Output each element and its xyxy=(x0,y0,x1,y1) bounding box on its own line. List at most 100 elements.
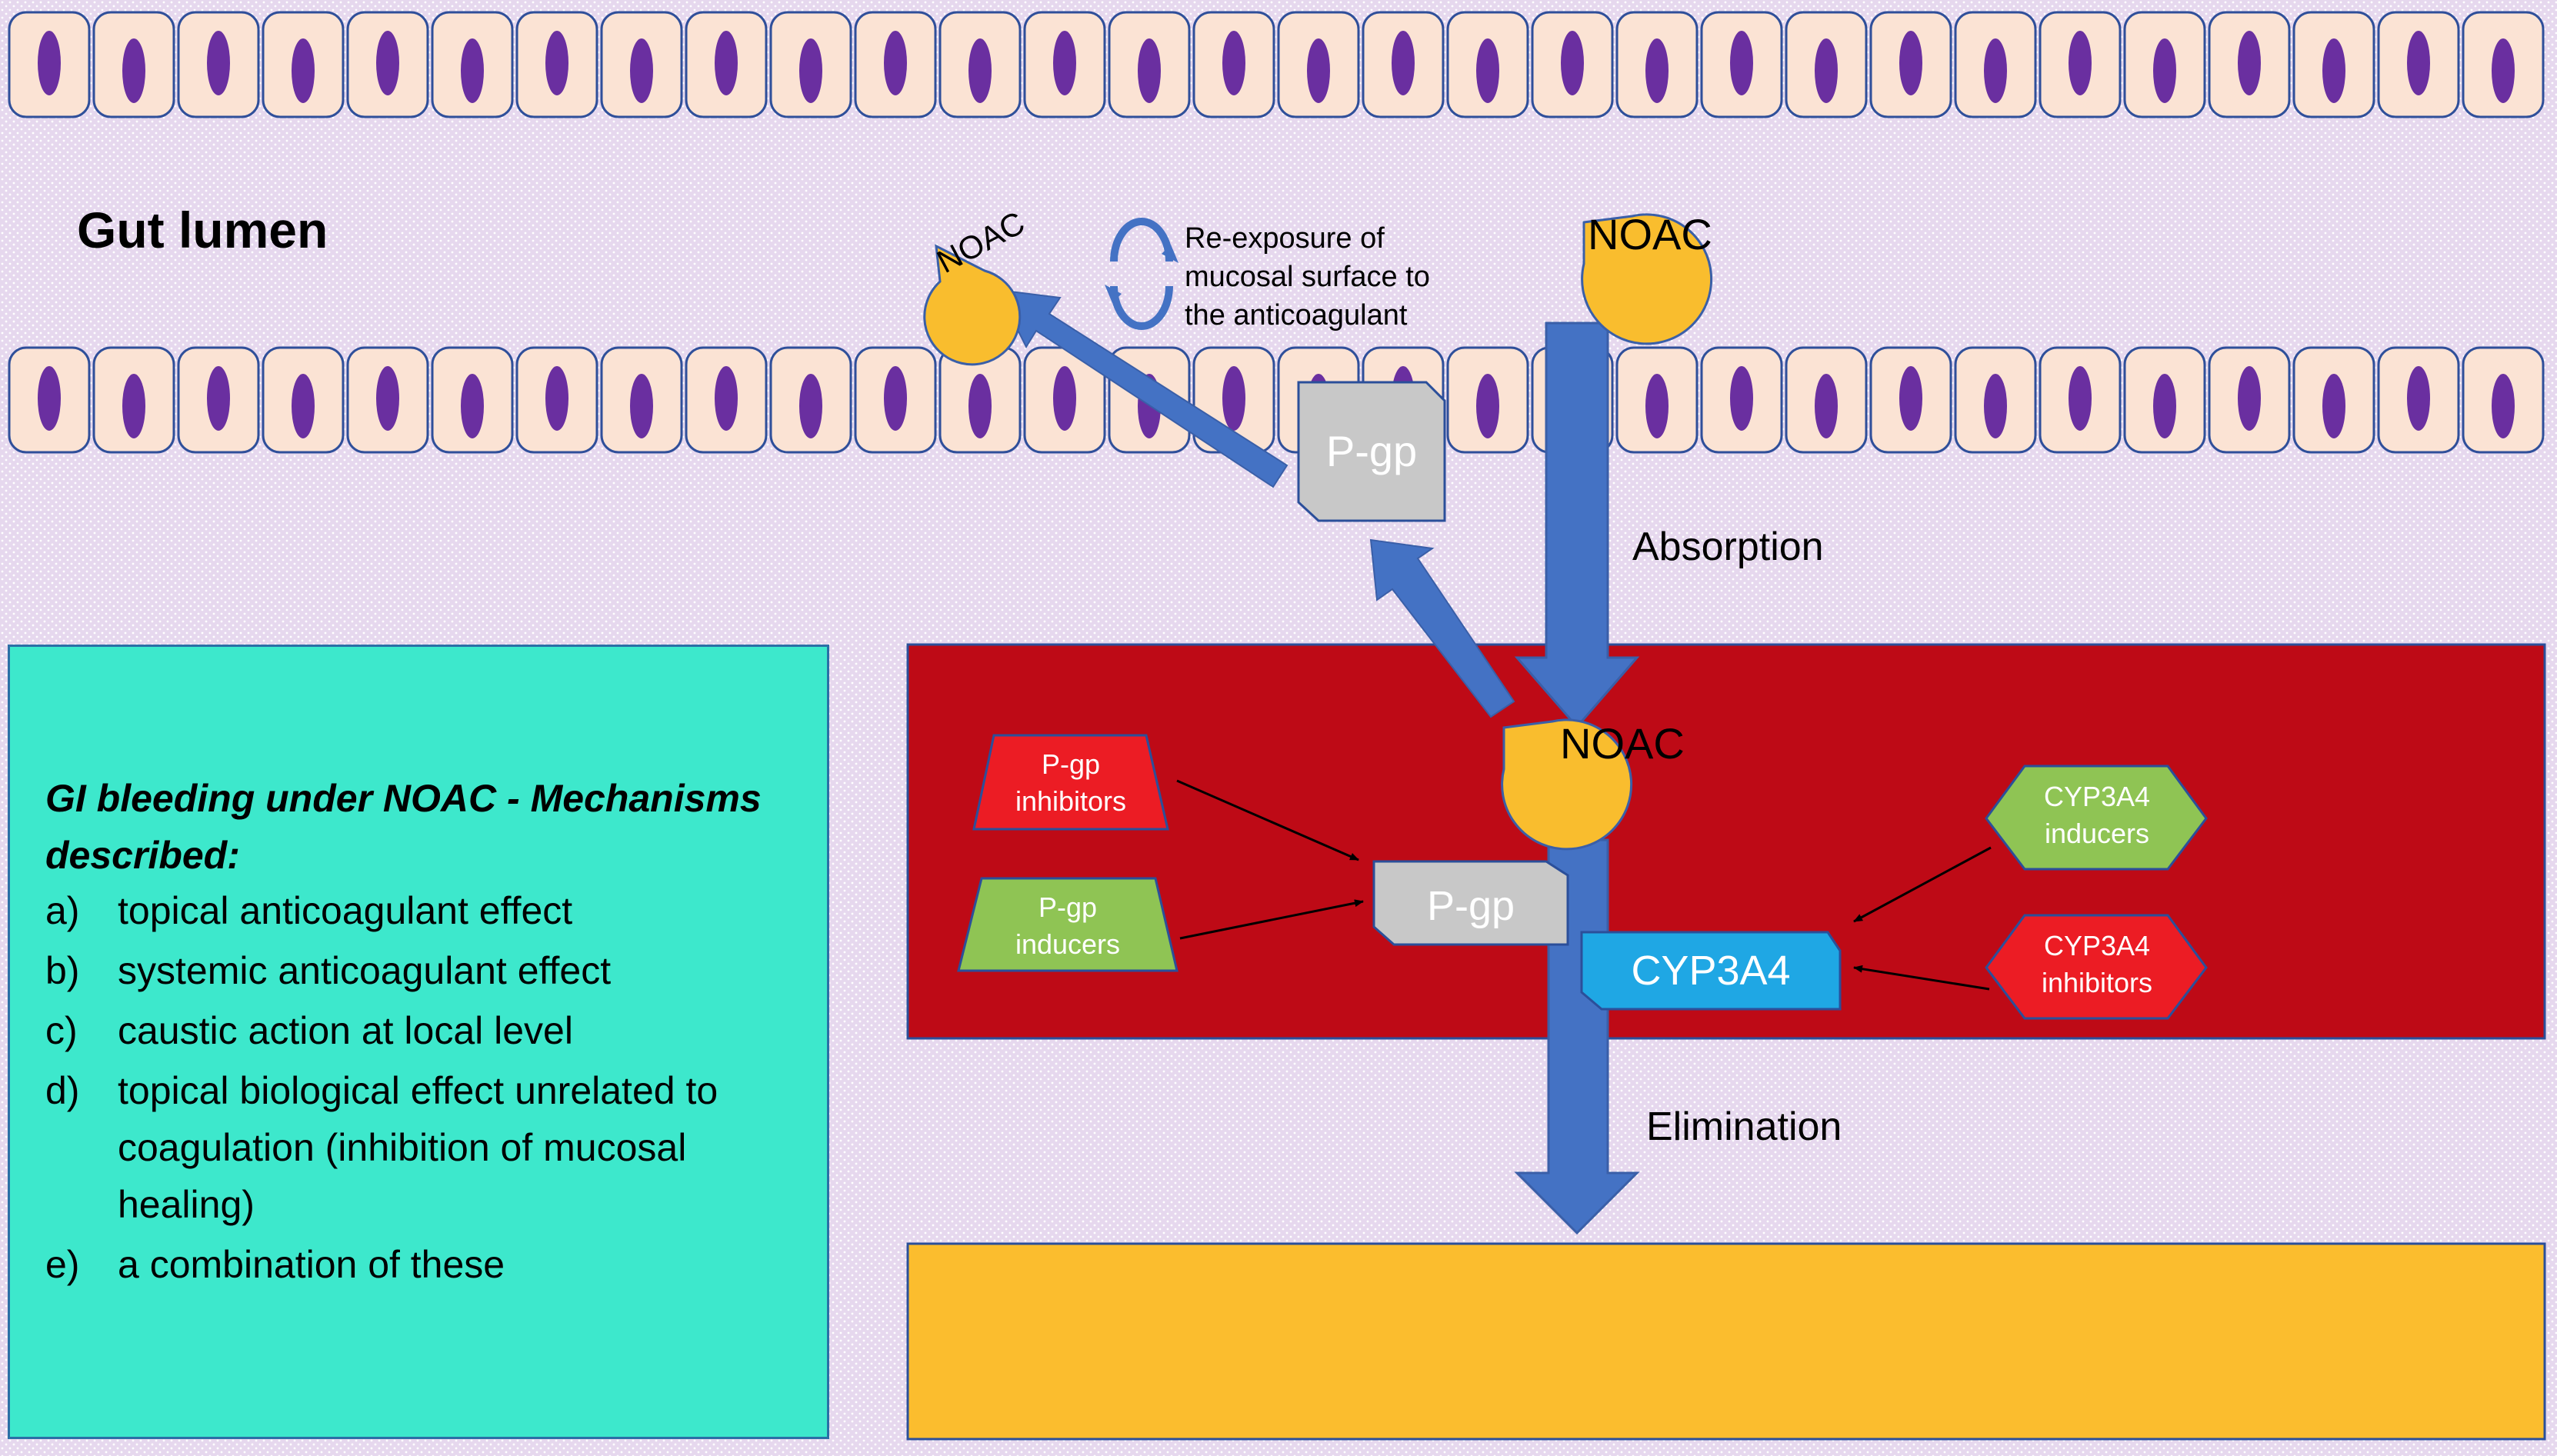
cell-nucleus xyxy=(207,366,230,431)
cell-nucleus xyxy=(630,374,653,438)
arrow-cyp-inhibitors xyxy=(1853,965,1990,991)
cell-nucleus xyxy=(1222,31,1245,95)
cell-nucleus xyxy=(1899,31,1922,95)
pgp-inducers-line-1: P-gp xyxy=(1038,891,1097,923)
cell-nucleus xyxy=(1561,31,1584,95)
cell-nucleus xyxy=(1899,366,1922,431)
cell-nucleus xyxy=(799,374,822,438)
cell-nucleus xyxy=(2238,366,2261,431)
epithelial-cell-row-top xyxy=(8,11,2545,118)
cell-nucleus xyxy=(1645,374,1669,438)
cell-nucleus xyxy=(2407,366,2430,431)
pgp-label-membrane: P-gp xyxy=(1326,427,1417,475)
region-label: Gut lumen xyxy=(77,202,328,258)
pgp-inhibitors-line-2: inhibitors xyxy=(1015,785,1126,817)
cyp3a4-inhibitors-line-2: inhibitors xyxy=(2042,967,2152,998)
pgp-inducers-line-2: inducers xyxy=(1015,928,1120,960)
reexposure-note-line-3: the anticoagulant xyxy=(1185,299,1408,332)
cell-nucleus xyxy=(1645,38,1669,103)
cell-nucleus xyxy=(545,31,568,95)
legend-item-letter: e) xyxy=(45,1243,80,1286)
cyp3a4-inducers-box xyxy=(1985,765,2208,871)
cell-nucleus xyxy=(1815,374,1838,438)
pgp-transporter-membrane xyxy=(1297,381,1446,522)
cell-nucleus xyxy=(2407,31,2430,95)
cell-nucleus xyxy=(799,38,822,103)
cyp3a4-label: CYP3A4 xyxy=(1631,948,1790,994)
cell-nucleus xyxy=(1392,31,1415,95)
pgp-transporter-blood xyxy=(1372,860,1569,946)
legend-item: e) a combination of these xyxy=(45,1236,807,1293)
cyp3a4-inducers-line-2: inducers xyxy=(2045,818,2149,849)
noac-label-top: NOAC xyxy=(1588,210,1712,258)
pgp-inhibitors-line-1: P-gp xyxy=(1042,748,1100,780)
legend-item-text: topical biological effect unrelated to c… xyxy=(118,1069,718,1226)
cell-nucleus xyxy=(376,31,399,95)
cell-nucleus xyxy=(545,366,568,431)
cell-nucleus xyxy=(1307,38,1330,103)
legend-item: c) caustic action at local level xyxy=(45,1002,807,1059)
cell-nucleus xyxy=(1476,38,1499,103)
noac-label-blood: NOAC xyxy=(1560,719,1685,768)
cell-nucleus xyxy=(2153,374,2176,438)
arrow-cyp-inducers xyxy=(1853,846,1992,923)
noac-icon-lumen xyxy=(923,244,1022,366)
reexposure-note-line-2: mucosal surface to xyxy=(1185,261,1430,293)
elimination-label: Elimination xyxy=(1646,1104,1842,1149)
recycle-icon xyxy=(1110,218,1173,330)
liver-compartment xyxy=(906,1242,2546,1441)
legend-item: b) systemic anticoagulant effect xyxy=(45,942,807,999)
legend-item-text: caustic action at local level xyxy=(118,1009,573,1052)
legend-item-letter: a) xyxy=(45,889,80,932)
absorption-arrow xyxy=(1514,322,1640,729)
cell-nucleus xyxy=(715,31,738,95)
recycle-arrowhead-bottom xyxy=(1105,285,1122,303)
cell-nucleus xyxy=(715,366,738,431)
cell-nucleus xyxy=(2238,31,2261,95)
cell-nucleus xyxy=(38,31,61,95)
cell-nucleus xyxy=(1138,38,1161,103)
legend-item-letter: c) xyxy=(45,1009,78,1052)
cell-nucleus xyxy=(207,31,230,95)
cell-nucleus xyxy=(1730,366,1753,431)
arrow-pgp-inhibitors xyxy=(1176,779,1359,861)
cell-nucleus xyxy=(884,31,907,95)
cell-nucleus xyxy=(1053,31,1076,95)
cell-nucleus xyxy=(1476,374,1499,438)
cell-nucleus xyxy=(38,366,61,431)
pgp-inducers-box xyxy=(957,877,1178,972)
cell-nucleus xyxy=(1053,366,1076,431)
efflux-arrow-to-pgp xyxy=(1369,538,1515,718)
cell-nucleus xyxy=(968,38,992,103)
cell-nucleus xyxy=(292,38,315,103)
cell-nucleus xyxy=(122,38,145,103)
cyp3a4-inhibitors-line-1: CYP3A4 xyxy=(2044,930,2150,961)
cell-nucleus xyxy=(122,374,145,438)
legend-item-text: a combination of these xyxy=(118,1243,505,1286)
cell-nucleus xyxy=(630,38,653,103)
cell-nucleus xyxy=(376,366,399,431)
cyp3a4-inducers-line-1: CYP3A4 xyxy=(2044,781,2150,812)
absorption-label: Absorption xyxy=(1632,525,1824,569)
cell-nucleus xyxy=(884,366,907,431)
cell-nucleus xyxy=(461,38,484,103)
legend-item: d)topical biological effect unrelated to… xyxy=(45,1062,807,1233)
cyp3a4-enzyme xyxy=(1580,931,1842,1011)
pgp-inhibitors-box xyxy=(972,734,1169,831)
reexposure-note-line-1: Re-exposure of xyxy=(1185,222,1385,255)
cell-nucleus xyxy=(1984,38,2007,103)
cell-nucleus xyxy=(292,374,315,438)
legend-item-letter: b) xyxy=(45,949,80,992)
arrow-pgp-inducers xyxy=(1179,899,1364,940)
cyp3a4-inhibitors-box xyxy=(1985,914,2208,1020)
cell-nucleus xyxy=(1984,374,2007,438)
cell-nucleus xyxy=(1815,38,1838,103)
cell-nucleus xyxy=(2322,38,2345,103)
cell-nucleus xyxy=(2322,374,2345,438)
cell-nucleus xyxy=(2492,374,2515,438)
legend-title: GI bleeding under NOAC - Mechanisms desc… xyxy=(45,777,762,877)
legend-item-text: systemic anticoagulant effect xyxy=(118,949,612,992)
noac-icon-top xyxy=(1581,213,1713,345)
